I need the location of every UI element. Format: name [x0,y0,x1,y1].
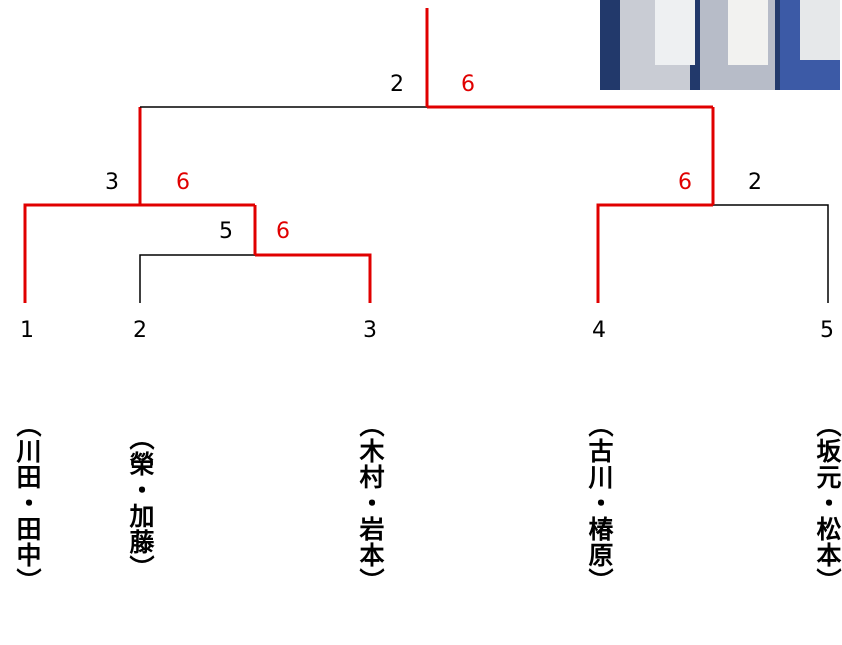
score-final-loser: 2 [390,72,404,97]
line-seed5 [713,204,829,303]
line-seed1 [23,203,140,303]
seed-3: 3 [363,318,377,343]
line-seed4 [596,203,713,303]
team-4-names: （古川・椿原） [585,412,614,594]
score-final-winner: 6 [461,72,475,97]
seed-1: 1 [20,318,34,343]
seed-4: 4 [592,318,606,343]
score-match2-loser: 3 [105,170,119,195]
score-match1-winner: 6 [276,219,290,244]
score-match3-loser: 2 [748,170,762,195]
line-seed2 [139,254,255,303]
team-photo [600,0,840,90]
score-match3-winner: 6 [678,170,692,195]
seed-2: 2 [133,318,147,343]
team-2-names: （榮・加藤） [126,425,155,581]
score-match1-loser: 5 [219,219,233,244]
line-seed3 [255,253,372,303]
team-3-names: （木村・岩本） [356,412,385,594]
team-5-names: （坂元・松本） [813,412,842,594]
team-1-names: （川田・田中） [13,412,42,594]
seed-5: 5 [820,318,834,343]
score-match2-winner: 6 [176,170,190,195]
